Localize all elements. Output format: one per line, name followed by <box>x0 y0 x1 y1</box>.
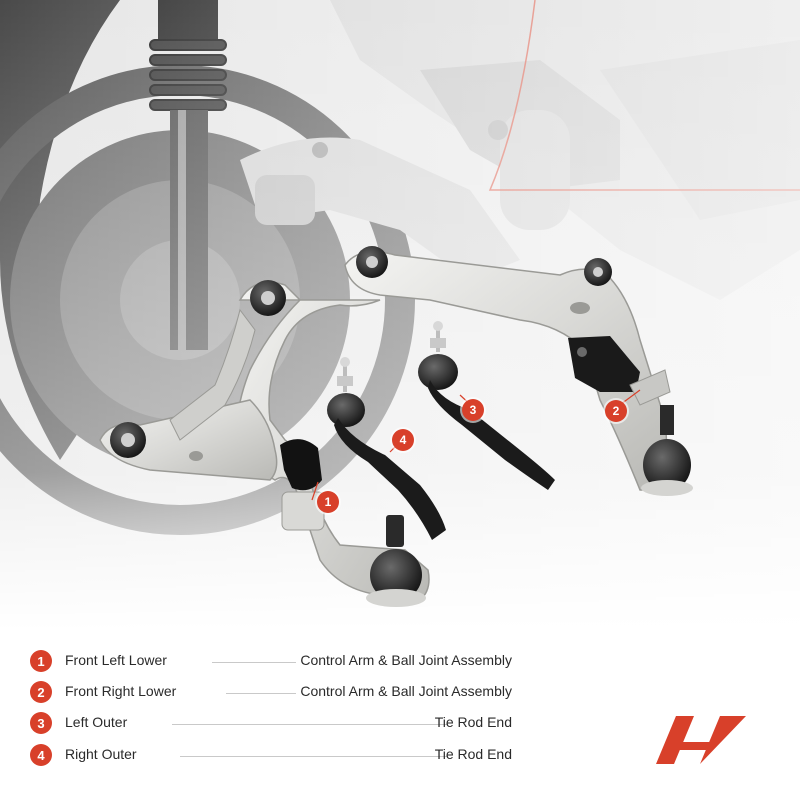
callout-marker-4: 4 <box>392 429 414 451</box>
legend-leader-line <box>226 693 296 694</box>
callout-marker-3: 3 <box>462 399 484 421</box>
legend-part-label: Tie Rod End <box>434 714 512 730</box>
legend-number-badge: 1 <box>30 650 52 672</box>
legend-row: 4 Right Outer Tie Rod End <box>30 744 520 768</box>
callout-marker-1: 1 <box>317 491 339 513</box>
legend-row: 1 Front Left Lower Control Arm & Ball Jo… <box>30 650 520 674</box>
legend-part-label: Control Arm & Ball Joint Assembly <box>300 683 512 699</box>
legend-leader-line <box>212 662 296 663</box>
brand-logo-icon <box>656 716 746 764</box>
legend-position-label: Right Outer <box>65 746 137 762</box>
legend-part-label: Control Arm & Ball Joint Assembly <box>300 652 512 668</box>
callout-marker-2: 2 <box>605 400 627 422</box>
legend-position-label: Front Left Lower <box>65 652 167 668</box>
legend-leader-line <box>180 756 448 757</box>
legend-number-badge: 2 <box>30 681 52 703</box>
part-left-outer-tie-rod-end <box>418 321 555 490</box>
legend-position-label: Left Outer <box>65 714 128 730</box>
legend-part-label: Tie Rod End <box>434 746 512 762</box>
legend-position-label: Front Right Lower <box>65 683 177 699</box>
legend-number-badge: 4 <box>30 744 52 766</box>
legend-number-badge: 3 <box>30 712 52 734</box>
product-photo <box>0 0 800 630</box>
part-front-left-lower-control-arm <box>99 280 430 607</box>
legend-row: 2 Front Right Lower Control Arm & Ball J… <box>30 681 520 705</box>
part-front-right-lower-control-arm <box>344 246 693 496</box>
legend-leader-line <box>172 724 448 725</box>
legend-row: 3 Left Outer Tie Rod End <box>30 712 520 736</box>
part-right-outer-tie-rod-end <box>327 357 446 540</box>
